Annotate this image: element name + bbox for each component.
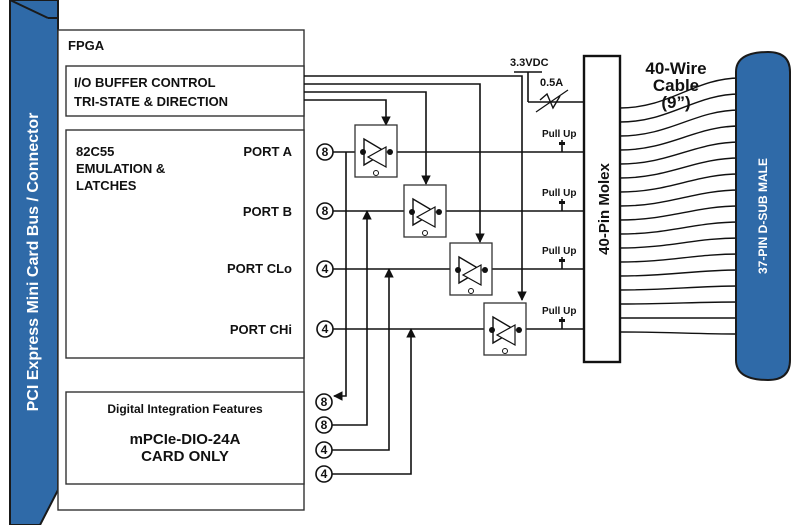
digital-width-badge-2: 8 <box>315 416 333 434</box>
dsub-connector: 37-PIN D-SUB MALE <box>735 50 791 382</box>
fuse-label: 0.5A <box>540 77 563 89</box>
port-b-label: PORT B <box>243 204 292 219</box>
port-chi-width-badge: 4 <box>316 320 334 338</box>
port-chi-label: PORT CHi <box>230 322 292 337</box>
power-fuse: 3.3VDC 0.5A <box>510 57 584 113</box>
digital-width-badge-3: 4 <box>315 441 333 459</box>
voltage-label: 3.3VDC <box>510 57 549 69</box>
digital-line2: CARD ONLY <box>141 448 229 465</box>
svg-text:4: 4 <box>322 322 329 336</box>
feedback-lines <box>332 152 416 475</box>
svg-text:Pull Up: Pull Up <box>542 306 576 317</box>
buffer-port-clo <box>449 242 493 296</box>
svg-text:Pull Up: Pull Up <box>542 188 576 199</box>
svg-text:4: 4 <box>321 467 328 481</box>
svg-text:8: 8 <box>322 145 329 159</box>
pullup-port-clo: Pull Up <box>542 246 576 269</box>
buffer-control-box <box>65 65 305 117</box>
svg-text:4: 4 <box>322 262 329 276</box>
svg-text:8: 8 <box>321 418 328 432</box>
fpga-title: FPGA <box>68 38 105 53</box>
emulation-box <box>65 129 305 359</box>
port-clo-width-badge: 4 <box>316 260 334 278</box>
svg-text:8: 8 <box>321 395 328 409</box>
digital-integration-box <box>65 391 305 485</box>
port-a-width-badge: 8 <box>316 143 334 161</box>
port-clo-label: PORT CLo <box>227 261 292 276</box>
port-wires <box>333 151 584 330</box>
pullup-port-b: Pull Up <box>542 188 576 211</box>
buffer-control-line2: TRI-STATE & DIRECTION <box>74 94 228 109</box>
buffer-port-a <box>354 124 398 178</box>
bus-label: PCI Express Mini Card Bus / Connector <box>25 113 42 412</box>
digital-title: Digital Integration Features <box>107 402 263 416</box>
emulation-line1: 82C55 <box>76 144 114 159</box>
cable-wires <box>619 77 741 335</box>
digital-width-badge-1: 8 <box>315 393 333 411</box>
port-a-label: PORT A <box>243 144 292 159</box>
emulation-line2: EMULATION & <box>76 161 165 176</box>
cable-line2: Cable <box>653 76 699 95</box>
svg-text:8: 8 <box>322 204 329 218</box>
svg-text:Pull Up: Pull Up <box>542 246 576 257</box>
emulation-line3: LATCHES <box>76 178 137 193</box>
svg-text:4: 4 <box>321 443 328 457</box>
buffer-port-b <box>403 184 447 238</box>
digital-line1: mPCIe-DIO-24A <box>130 431 241 448</box>
pci-express-bus: PCI Express Mini Card Bus / Connector <box>9 0 59 525</box>
molex-label: 40-Pin Molex <box>596 163 613 255</box>
cable-line1: 40-Wire <box>645 59 706 78</box>
pullup-port-chi: Pull Up <box>542 306 576 329</box>
digital-width-badge-4: 4 <box>315 465 333 483</box>
buffer-control-line1: I/O BUFFER CONTROL <box>74 75 216 90</box>
svg-text:Pull Up: Pull Up <box>542 129 576 140</box>
dsub-label: 37-PIN D-SUB MALE <box>756 158 770 274</box>
control-lines <box>304 75 527 301</box>
cable-line3: (9”) <box>661 93 690 112</box>
port-b-width-badge: 8 <box>316 202 334 220</box>
molex-connector: 40-Pin Molex <box>582 54 622 364</box>
buffer-port-chi <box>483 302 527 356</box>
pullup-port-a: Pull Up <box>542 129 576 152</box>
